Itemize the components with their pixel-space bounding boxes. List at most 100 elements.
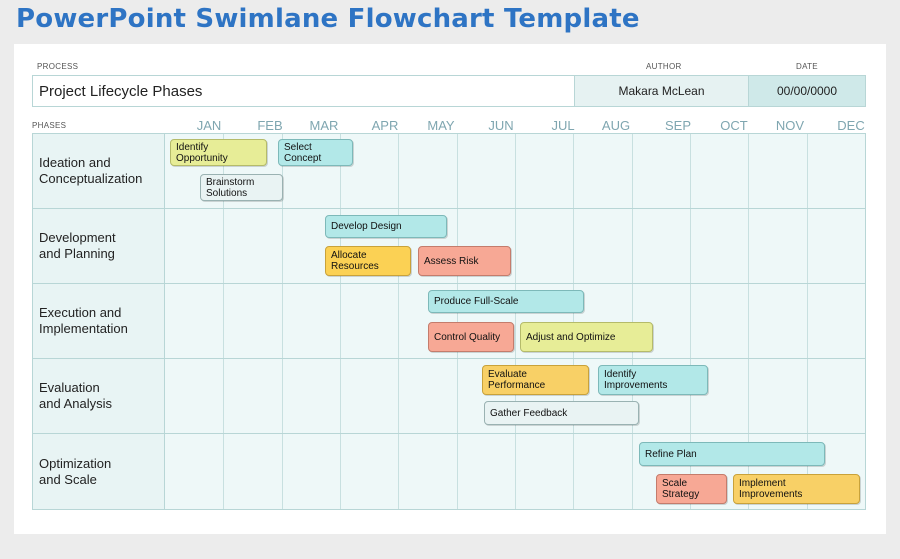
lane-title: Execution and Implementation bbox=[33, 284, 165, 358]
month-divider bbox=[690, 284, 691, 358]
month-divider bbox=[282, 434, 283, 509]
month-divider bbox=[223, 284, 224, 358]
month-divider bbox=[457, 359, 458, 433]
month-divider bbox=[515, 209, 516, 283]
month-divider bbox=[515, 134, 516, 208]
lane-title: Evaluation and Analysis bbox=[33, 359, 165, 433]
page-title: PowerPoint Swimlane Flowchart Template bbox=[16, 4, 640, 34]
date-field[interactable]: 00/00/0000 bbox=[748, 75, 866, 107]
month-divider bbox=[573, 134, 574, 208]
task-box[interactable]: Develop Design bbox=[325, 215, 447, 238]
month-label: AUG bbox=[601, 118, 631, 133]
month-divider bbox=[515, 434, 516, 509]
month-divider bbox=[515, 359, 516, 433]
task-box[interactable]: Evaluate Performance bbox=[482, 365, 589, 395]
month-divider bbox=[748, 209, 749, 283]
task-box[interactable]: Gather Feedback bbox=[484, 401, 639, 425]
month-divider bbox=[223, 359, 224, 433]
month-divider bbox=[282, 284, 283, 358]
month-divider bbox=[340, 134, 341, 208]
month-divider bbox=[340, 434, 341, 509]
process-field[interactable]: Project Lifecycle Phases bbox=[32, 75, 575, 107]
month-divider bbox=[282, 359, 283, 433]
month-divider bbox=[223, 134, 224, 208]
month-divider bbox=[340, 284, 341, 358]
month-label: OCT bbox=[720, 118, 748, 133]
month-label: JAN bbox=[196, 118, 222, 133]
month-divider bbox=[748, 434, 749, 509]
month-label: SEP bbox=[664, 118, 691, 133]
month-divider bbox=[748, 284, 749, 358]
month-divider bbox=[632, 434, 633, 509]
month-divider bbox=[748, 359, 749, 433]
task-box[interactable]: Identify Opportunity bbox=[170, 139, 267, 166]
month-divider bbox=[807, 284, 808, 358]
month-divider bbox=[573, 434, 574, 509]
month-divider bbox=[398, 434, 399, 509]
month-divider bbox=[632, 134, 633, 208]
month-divider bbox=[398, 134, 399, 208]
month-divider bbox=[457, 284, 458, 358]
process-label: PROCESS bbox=[37, 62, 79, 71]
month-label: APR bbox=[371, 118, 399, 133]
task-box[interactable]: Implement Improvements bbox=[733, 474, 860, 504]
phases-label: PHASES bbox=[32, 121, 67, 130]
month-divider bbox=[223, 209, 224, 283]
month-divider bbox=[515, 284, 516, 358]
month-divider bbox=[807, 434, 808, 509]
month-divider bbox=[573, 284, 574, 358]
author-field[interactable]: Makara McLean bbox=[574, 75, 749, 107]
month-label: DEC bbox=[837, 118, 865, 133]
task-box[interactable]: Select Concept bbox=[278, 139, 353, 166]
month-label: JUN bbox=[488, 118, 514, 133]
lane-title: Optimization and Scale bbox=[33, 434, 165, 509]
month-divider bbox=[807, 359, 808, 433]
month-divider bbox=[573, 209, 574, 283]
month-divider bbox=[690, 434, 691, 509]
task-box[interactable]: Allocate Resources bbox=[325, 246, 411, 276]
month-divider bbox=[690, 209, 691, 283]
month-divider bbox=[748, 134, 749, 208]
month-divider bbox=[457, 134, 458, 208]
month-label: NOV bbox=[775, 118, 805, 133]
date-label: DATE bbox=[796, 62, 818, 71]
month-divider bbox=[223, 434, 224, 509]
month-divider bbox=[690, 359, 691, 433]
task-box[interactable]: Brainstorm Solutions bbox=[200, 174, 283, 201]
month-divider bbox=[398, 359, 399, 433]
month-divider bbox=[457, 434, 458, 509]
lane-title: Ideation and Conceptualization bbox=[33, 134, 165, 208]
month-divider bbox=[807, 134, 808, 208]
month-divider bbox=[340, 359, 341, 433]
month-divider bbox=[807, 209, 808, 283]
month-divider bbox=[632, 284, 633, 358]
month-divider bbox=[282, 209, 283, 283]
task-box[interactable]: Scale Strategy bbox=[656, 474, 727, 504]
author-label: AUTHOR bbox=[646, 62, 682, 71]
month-divider bbox=[632, 359, 633, 433]
lane-body: Evaluate Performance Identify Improvement… bbox=[165, 359, 865, 433]
task-box[interactable]: Control Quality bbox=[428, 322, 514, 352]
month-divider bbox=[690, 134, 691, 208]
month-divider bbox=[632, 209, 633, 283]
month-label: JUL bbox=[551, 118, 575, 133]
month-label: MAY bbox=[427, 118, 455, 133]
task-box[interactable]: Identify Improvements bbox=[598, 365, 708, 395]
task-box[interactable]: Adjust and Optimize bbox=[520, 322, 653, 352]
task-box[interactable]: Refine Plan bbox=[639, 442, 825, 466]
task-box[interactable]: Assess Risk bbox=[418, 246, 511, 276]
month-divider bbox=[398, 284, 399, 358]
month-divider bbox=[573, 359, 574, 433]
task-box[interactable]: Produce Full-Scale bbox=[428, 290, 584, 313]
month-label: MAR bbox=[309, 118, 339, 133]
